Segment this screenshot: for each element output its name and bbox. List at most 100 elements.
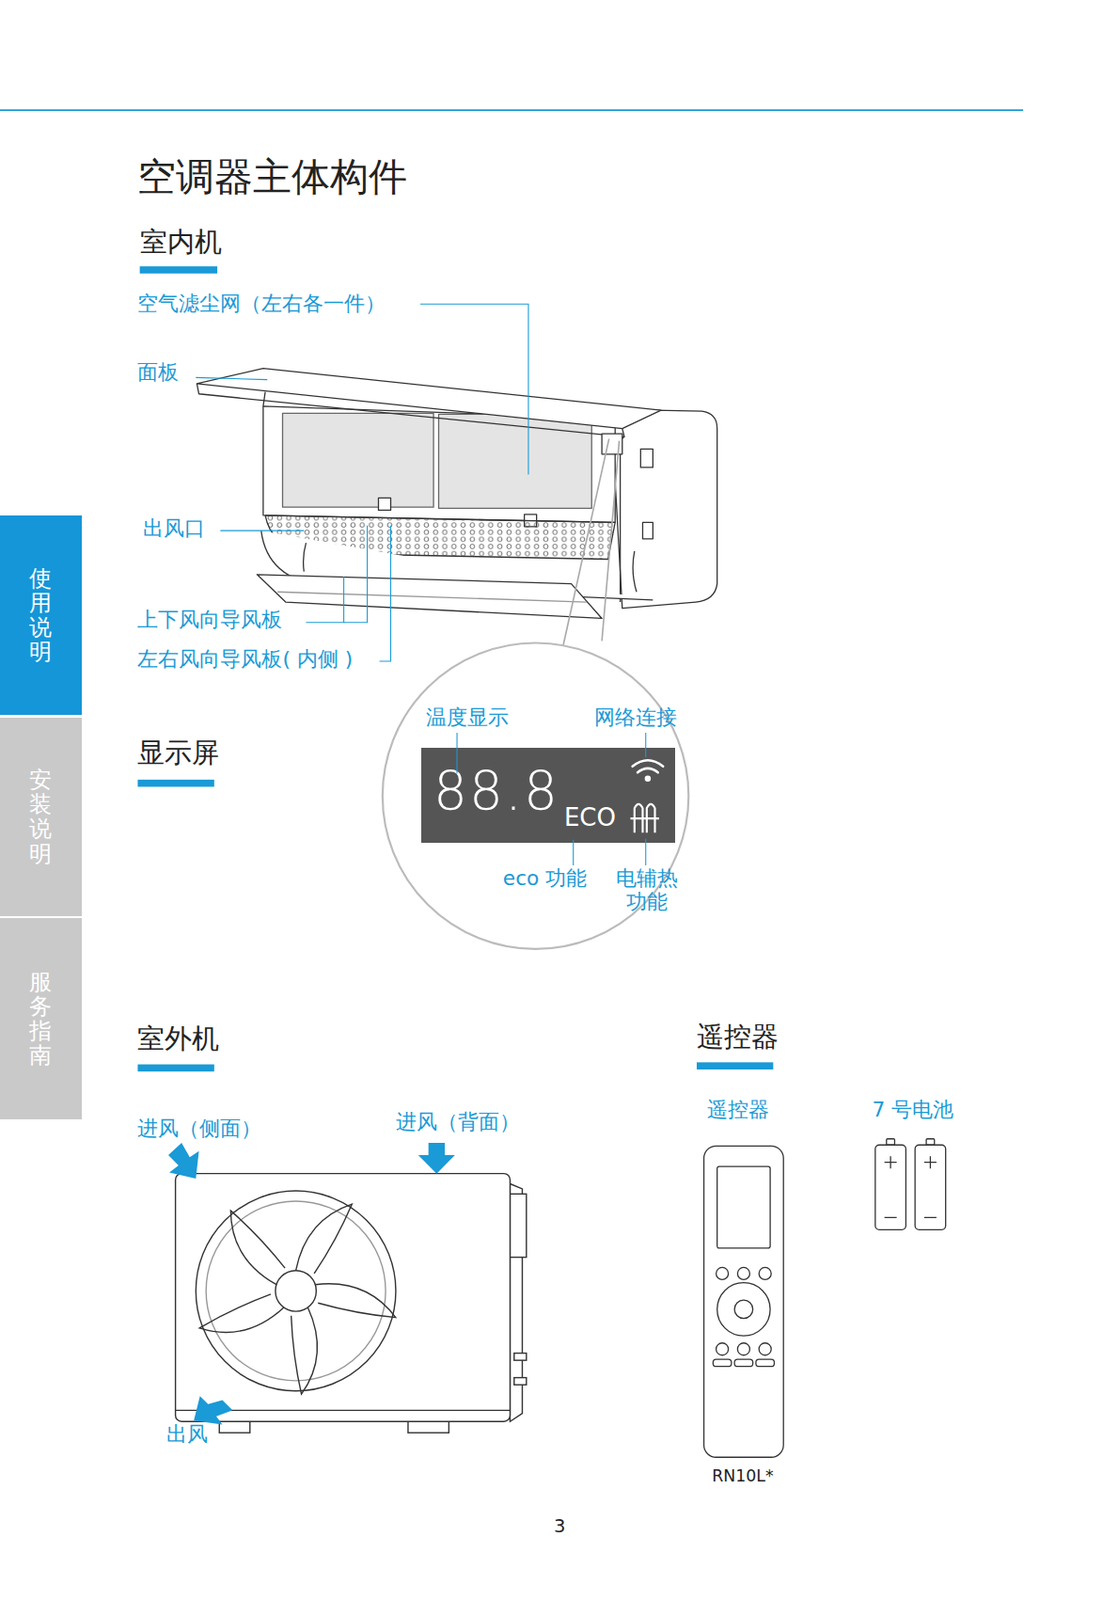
airflow-arrow bbox=[168, 1142, 200, 1179]
indoor-unit bbox=[439, 413, 593, 508]
display-label: 温度显示 bbox=[425, 706, 509, 730]
part-label: 出风口 bbox=[142, 517, 205, 541]
airflow-label: 进风（背面） bbox=[395, 1110, 520, 1134]
zoom-line bbox=[563, 439, 620, 646]
airflow-arrow bbox=[418, 1142, 456, 1174]
airflow-arrow bbox=[193, 1395, 233, 1424]
outdoor-unit bbox=[175, 1173, 511, 1422]
fan-blade bbox=[260, 1304, 347, 1394]
display-label: 电辅热 功能 bbox=[610, 866, 684, 914]
remote-control bbox=[716, 1342, 729, 1355]
leader-line bbox=[195, 377, 268, 379]
top-rule bbox=[0, 110, 1024, 111]
section-heading: 显示屏 bbox=[137, 737, 220, 770]
battery bbox=[884, 1155, 937, 1217]
leader-line bbox=[305, 525, 367, 623]
temperature-digits: 88.8 bbox=[433, 764, 560, 819]
remote-control bbox=[717, 1282, 771, 1336]
page-title: 空调器主体构件 bbox=[137, 155, 408, 200]
remote-control bbox=[755, 1358, 775, 1367]
indoor-unit bbox=[283, 412, 435, 507]
remote-control bbox=[716, 1266, 729, 1279]
outdoor-unit bbox=[205, 1200, 386, 1381]
remote-control bbox=[704, 1145, 785, 1457]
part-label: 7 号电池 bbox=[872, 1098, 955, 1122]
outdoor-unit bbox=[199, 1203, 396, 1394]
fan-blade bbox=[199, 1271, 286, 1361]
remote-control bbox=[758, 1266, 772, 1279]
leader-line bbox=[420, 303, 529, 474]
top-rule bbox=[0, 109, 1024, 111]
heading-underline bbox=[696, 1061, 773, 1070]
remote-control bbox=[737, 1342, 750, 1355]
zoom-circle bbox=[382, 642, 689, 948]
side-tab: 使用说明 bbox=[0, 515, 82, 716]
part-label: 左右风向导风板( 内侧 ) bbox=[137, 647, 353, 672]
outdoor-unit bbox=[219, 1419, 251, 1433]
section-heading: 室内机 bbox=[140, 226, 222, 259]
part-label: 遥控器 bbox=[707, 1098, 770, 1122]
tab-label: 安装说明 bbox=[29, 767, 52, 867]
part-label: 面板 bbox=[137, 361, 179, 385]
battery bbox=[926, 1138, 935, 1146]
remote-control bbox=[704, 1145, 785, 1457]
section-heading: 室外机 bbox=[137, 1023, 220, 1056]
outdoor-unit bbox=[514, 1377, 527, 1386]
illustration bbox=[0, 110, 1024, 1457]
remote-control bbox=[717, 1165, 771, 1248]
leader-line bbox=[379, 525, 392, 662]
zoom-line bbox=[563, 439, 610, 646]
model-number: RN10L* bbox=[711, 1466, 773, 1486]
heading-underline bbox=[137, 266, 773, 1071]
fan-blade bbox=[296, 1203, 353, 1274]
indoor-unit bbox=[256, 574, 602, 619]
indoor-unit bbox=[642, 521, 653, 538]
indoor-unit bbox=[263, 392, 625, 450]
indoor-unit bbox=[277, 591, 587, 602]
indoor-unit bbox=[377, 497, 391, 510]
remote-control bbox=[734, 1358, 754, 1367]
outdoor-unit bbox=[275, 1270, 316, 1311]
leader-line bbox=[220, 530, 304, 532]
section-heading: 遥控器 bbox=[696, 1021, 779, 1054]
side-tab: 服务指南 bbox=[0, 917, 82, 1119]
fan-blade bbox=[312, 1263, 396, 1339]
battery bbox=[886, 1138, 896, 1146]
remote-control bbox=[737, 1266, 750, 1279]
outdoor-unit bbox=[408, 1419, 449, 1433]
remote-control bbox=[712, 1358, 732, 1367]
heading-underline bbox=[140, 266, 218, 274]
tab-label: 使用说明 bbox=[29, 566, 52, 665]
zoom-line bbox=[601, 440, 619, 642]
fan-blade bbox=[213, 1210, 298, 1286]
remote-control bbox=[734, 1299, 754, 1319]
display-label: 网络连接 bbox=[594, 706, 678, 730]
indoor-unit bbox=[196, 368, 662, 429]
display-screen: 88.8ECO bbox=[421, 747, 676, 843]
tab-label: 服务指南 bbox=[29, 969, 52, 1069]
leader-line bbox=[572, 839, 574, 866]
display-label: eco 功能 bbox=[503, 866, 587, 891]
indoor-unit bbox=[619, 439, 621, 603]
airflow-label: 进风（侧面） bbox=[137, 1117, 262, 1141]
remote-control bbox=[758, 1342, 772, 1355]
indoor-unit bbox=[196, 368, 717, 619]
part-label: 空气滤尘网（左右各一件） bbox=[137, 292, 386, 316]
indoor-unit bbox=[263, 406, 615, 523]
outdoor-unit bbox=[514, 1353, 527, 1361]
battery bbox=[875, 1138, 946, 1230]
heading-underline bbox=[137, 1064, 214, 1072]
outdoor-unit bbox=[175, 1173, 527, 1433]
indoor-unit bbox=[196, 383, 625, 437]
outdoor-unit bbox=[509, 1193, 526, 1257]
airflow-label: 出风 bbox=[166, 1422, 208, 1447]
page-number: 3 bbox=[553, 1515, 566, 1537]
part-label: 上下风向导风板 bbox=[137, 608, 283, 632]
eco-indicator: ECO bbox=[564, 804, 616, 830]
side-tab: 安装说明 bbox=[0, 717, 82, 917]
heading-underline bbox=[137, 779, 214, 788]
indoor-unit bbox=[612, 409, 718, 608]
zoom-circle bbox=[382, 642, 689, 948]
indoor-unit bbox=[640, 448, 653, 468]
